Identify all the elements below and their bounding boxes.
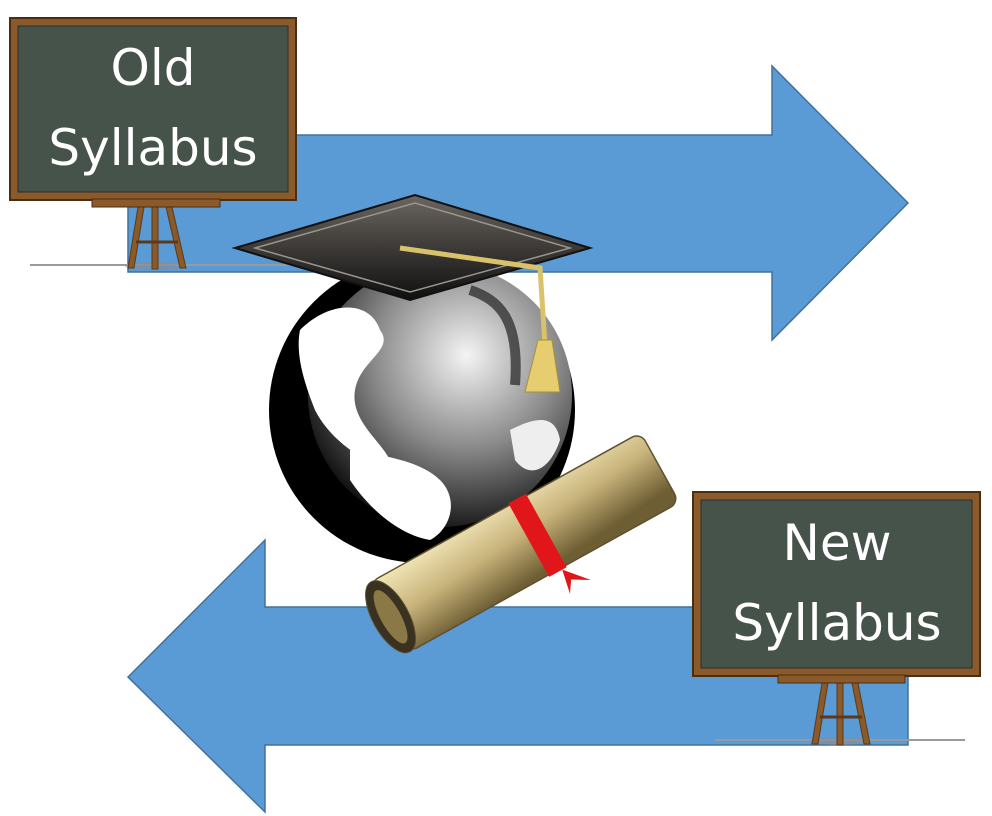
new-board-line2: Syllabus xyxy=(732,594,941,652)
old-board-line2: Syllabus xyxy=(48,119,257,177)
new-syllabus-chalkboard: New Syllabus xyxy=(692,491,981,746)
new-board-line1: New xyxy=(782,514,891,572)
graduation-cap-icon xyxy=(231,193,594,393)
old-board-line1: Old xyxy=(111,39,196,97)
old-syllabus-chalkboard: Old Syllabus xyxy=(9,17,300,270)
globe-icon xyxy=(269,257,575,563)
diploma-icon xyxy=(365,435,677,654)
